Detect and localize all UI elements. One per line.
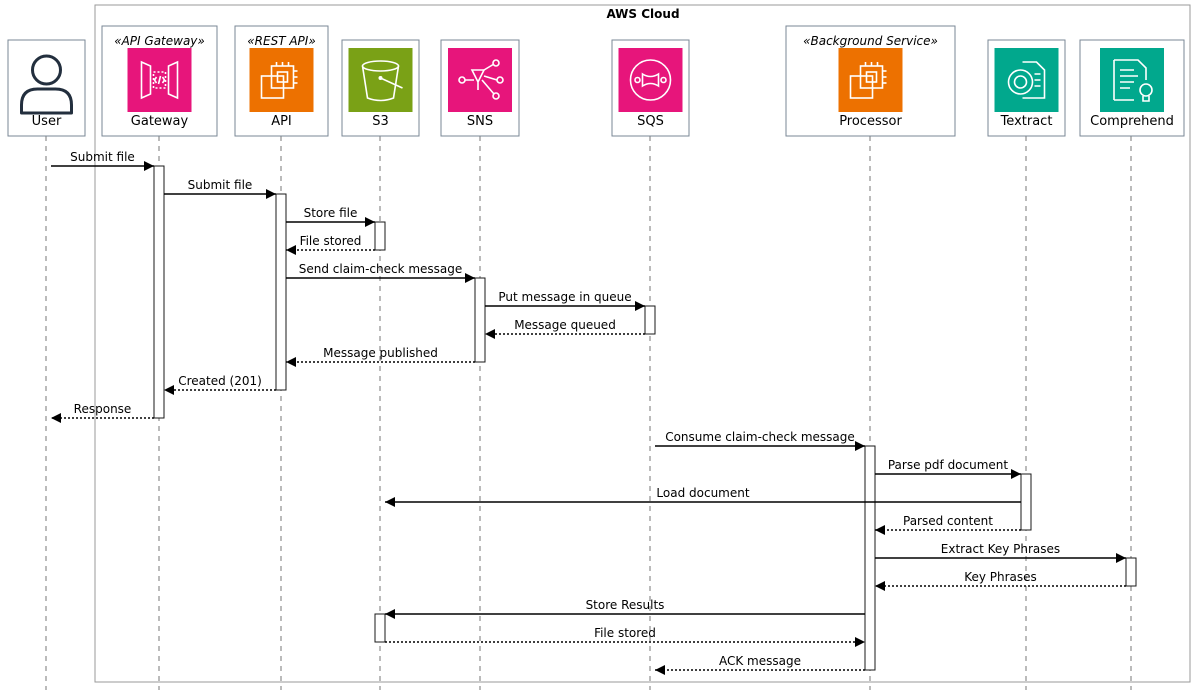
message-label: Load document	[656, 486, 749, 500]
message-5: Send claim-check message	[286, 262, 475, 283]
activation-bar-comprehend	[1125, 557, 1137, 587]
message-7: Message queued	[485, 318, 645, 339]
message-12: Parse pdf document	[875, 458, 1021, 479]
message-16: Key Phrases	[875, 570, 1126, 591]
participant-comprehend: Comprehend	[1079, 39, 1185, 137]
message-label: File stored	[594, 626, 656, 640]
participant-user: User	[7, 39, 86, 137]
s3-bucket-icon	[348, 48, 413, 112]
message-label: Parse pdf document	[888, 458, 1009, 472]
message-9: Created (201)	[164, 374, 276, 395]
message-13: Load document	[385, 486, 1021, 507]
message-10: Response	[51, 402, 154, 423]
message-label: Message queued	[514, 318, 616, 332]
participant-textract: Textract	[987, 39, 1066, 137]
message-2: Submit file	[164, 178, 276, 199]
message-label: Consume claim-check message	[665, 430, 855, 444]
participant-sns: SNS	[440, 39, 520, 137]
activation-bar-api	[275, 193, 287, 391]
activation-bar-s3	[374, 221, 386, 251]
participant-sqs: SQS	[611, 39, 690, 137]
message-8: Message published	[286, 346, 475, 367]
message-19: ACK message	[655, 654, 865, 675]
comprehend-icon	[1100, 48, 1164, 112]
participant-api: «REST API» API	[234, 25, 329, 137]
message-label: Response	[74, 402, 132, 416]
message-label: Parsed content	[903, 514, 993, 528]
aws-cloud-boundary	[94, 4, 1191, 683]
compute-icon	[249, 48, 314, 112]
activation-bar-textract	[1020, 473, 1032, 531]
compute-icon	[838, 48, 903, 112]
message-4: File stored	[286, 234, 375, 255]
participant-stereotype: «REST API»	[247, 34, 315, 48]
textract-icon	[994, 48, 1059, 112]
message-17: Store Results	[385, 598, 865, 619]
api-gateway-icon	[127, 48, 192, 112]
message-11: Consume claim-check message	[655, 430, 865, 451]
activation-bar-s3	[374, 613, 386, 643]
participant-stereotype: «API Gateway»	[114, 34, 205, 48]
message-label: Submit file	[70, 150, 135, 164]
message-label: Store Results	[586, 598, 665, 612]
activation-bar-sqs	[644, 305, 656, 335]
participant-name: SQS	[637, 114, 664, 129]
participant-name: Gateway	[131, 114, 189, 129]
participant-processor: «Background Service» Processor	[785, 25, 956, 137]
participant-name: Processor	[839, 114, 902, 129]
message-label: Store file	[304, 206, 358, 220]
activation-bar-processor	[864, 445, 876, 671]
message-label: Message published	[323, 346, 438, 360]
message-label: File stored	[300, 234, 362, 248]
message-3: Store file	[286, 206, 375, 227]
participant-name: SNS	[467, 114, 493, 129]
participant-name: API	[271, 114, 292, 129]
user-icon	[20, 54, 73, 115]
participant-name: S3	[372, 114, 389, 129]
sns-icon	[448, 48, 512, 112]
participant-name: Comprehend	[1090, 114, 1174, 129]
participant-name: Textract	[1000, 114, 1053, 129]
message-label: Created (201)	[178, 374, 262, 388]
message-label: ACK message	[719, 654, 801, 668]
participant-gateway: «API Gateway» Gateway	[101, 25, 218, 137]
participant-s3: S3	[341, 39, 420, 137]
message-1: Submit file	[51, 150, 154, 171]
activation-bar-sns	[474, 277, 486, 363]
message-18: File stored	[385, 626, 865, 647]
participant-name: User	[32, 114, 62, 129]
activation-bar-gateway	[153, 165, 165, 419]
message-6: Put message in queue	[485, 290, 645, 311]
message-14: Parsed content	[875, 514, 1021, 535]
message-label: Extract Key Phrases	[941, 542, 1060, 556]
participant-stereotype: «Background Service»	[803, 34, 938, 48]
message-label: Put message in queue	[498, 290, 631, 304]
sqs-icon	[618, 48, 683, 112]
message-15: Extract Key Phrases	[875, 542, 1126, 563]
message-label: Key Phrases	[964, 570, 1037, 584]
message-label: Submit file	[188, 178, 253, 192]
message-label: Send claim-check message	[299, 262, 463, 276]
aws-cloud-title: AWS Cloud	[606, 7, 679, 21]
